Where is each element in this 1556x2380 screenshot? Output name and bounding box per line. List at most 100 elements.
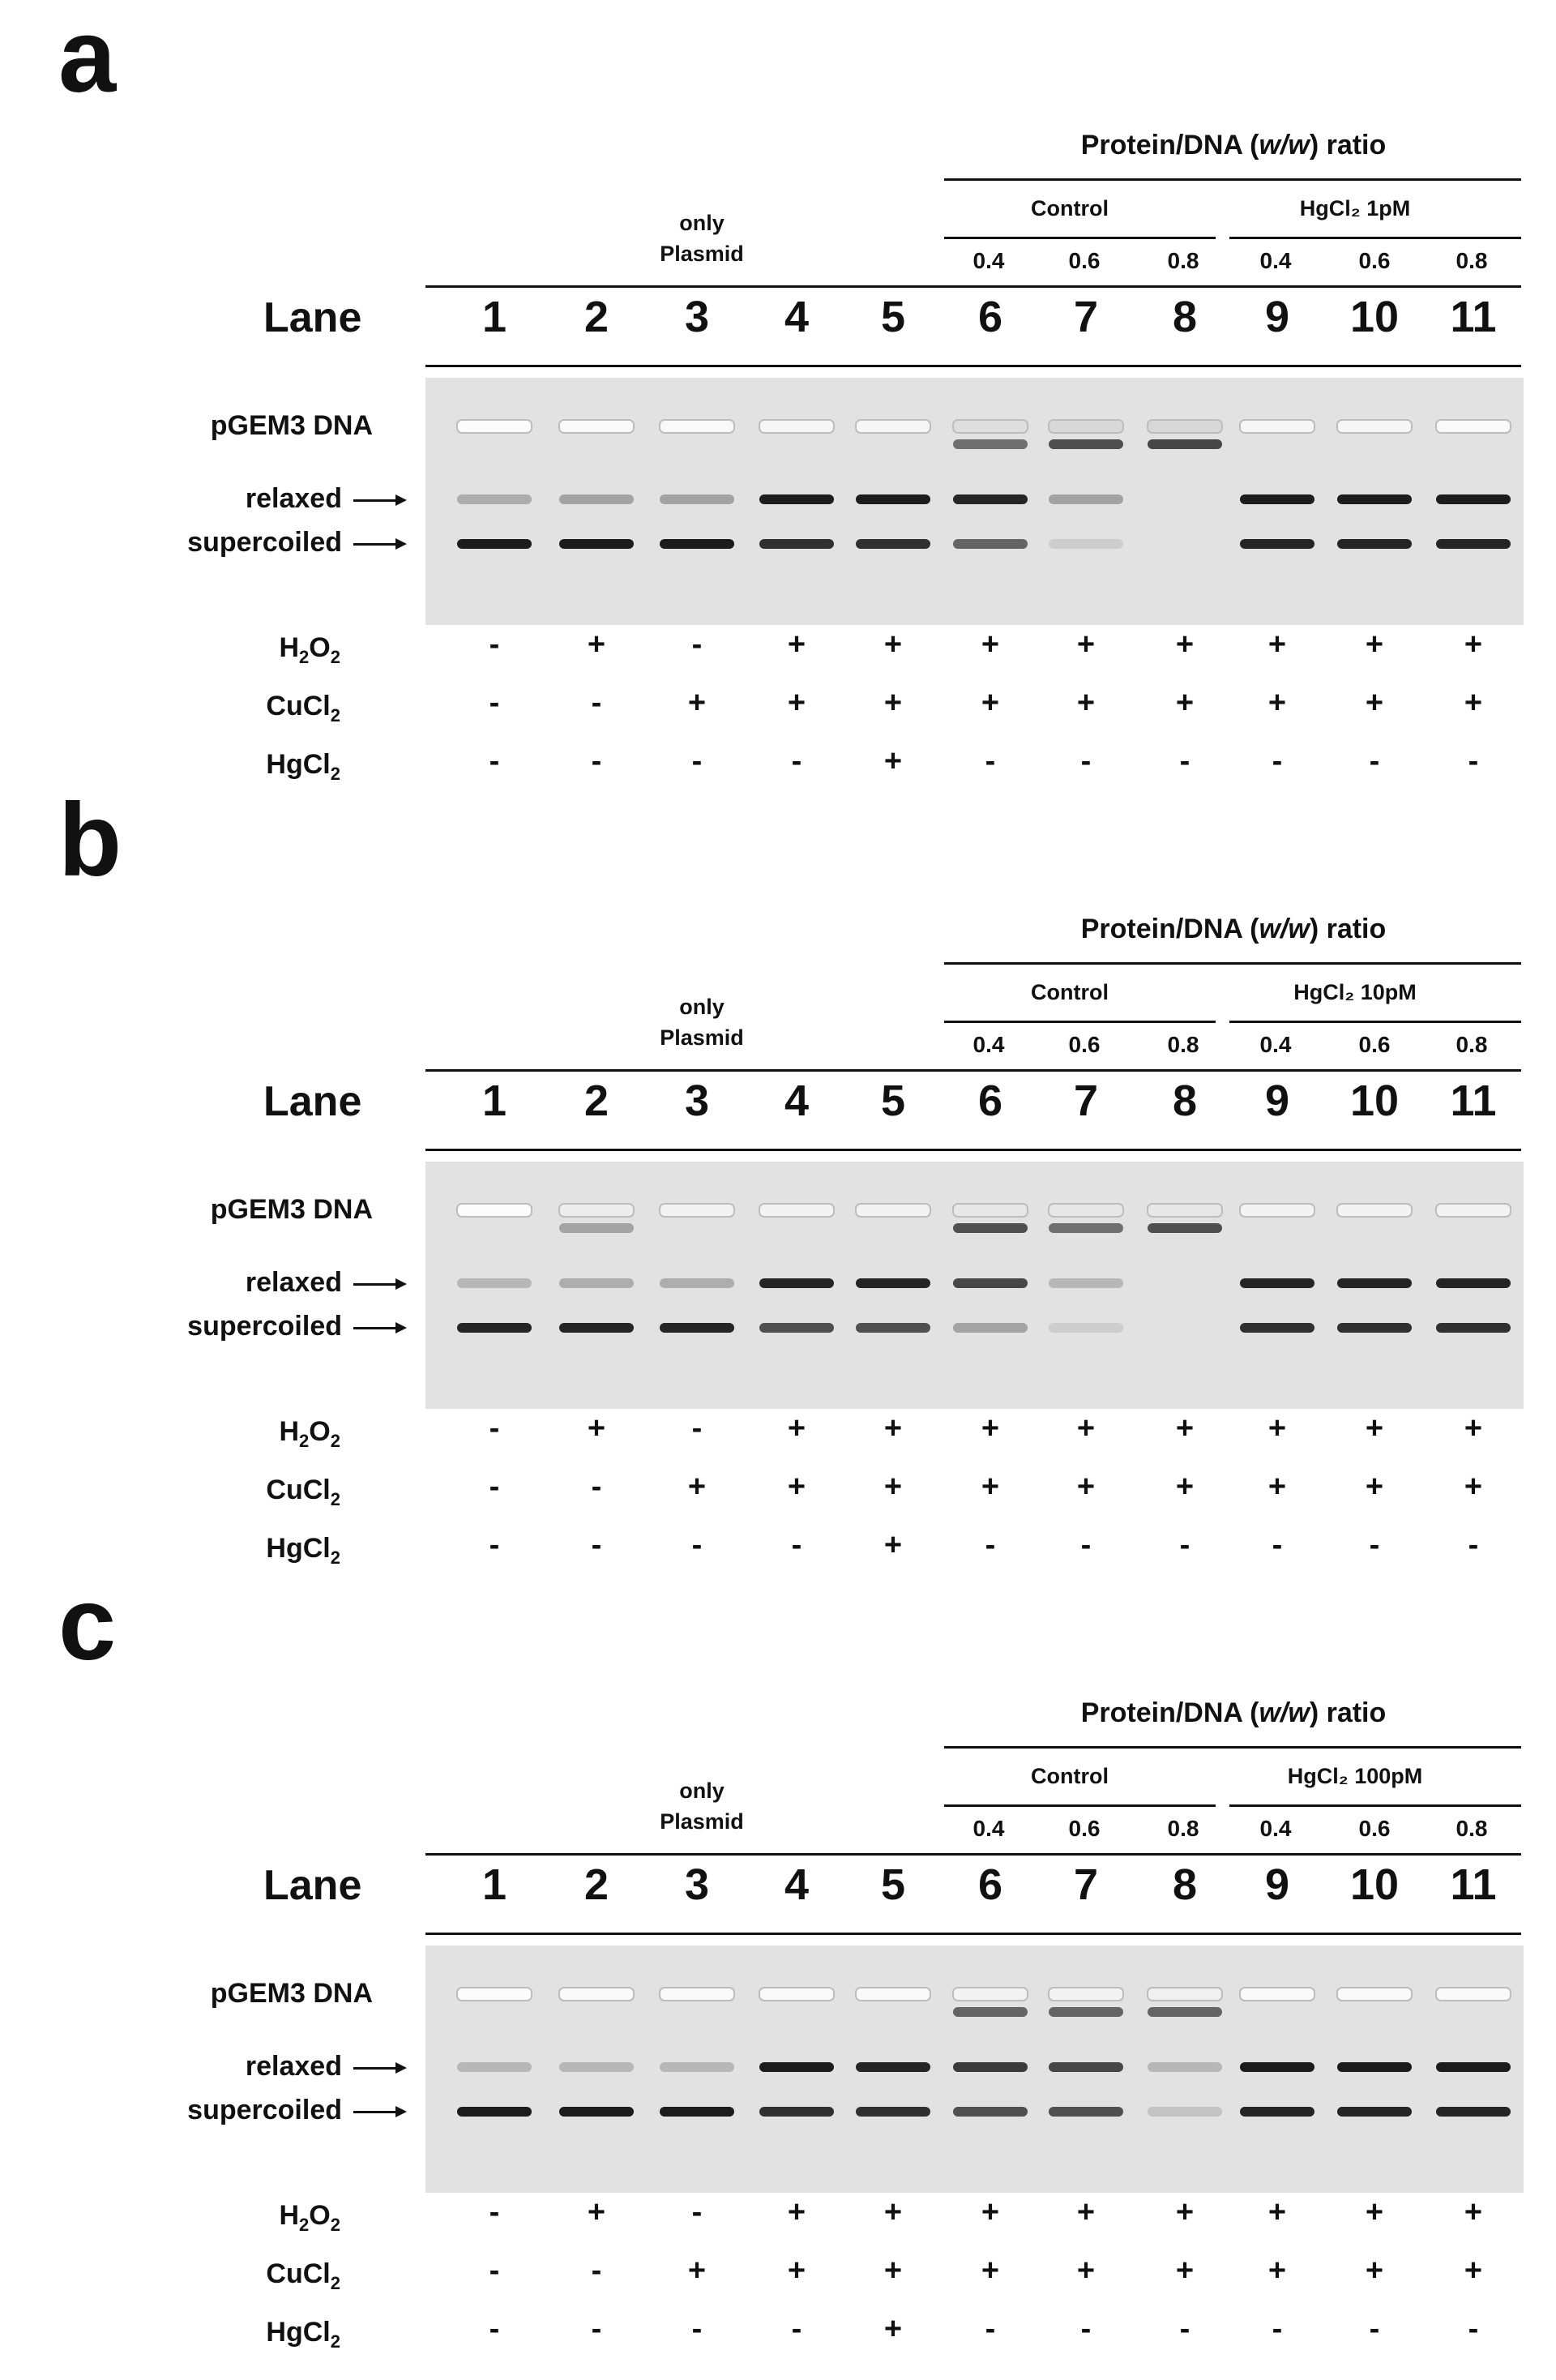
protein-dna-ratio-title: Protein/DNA (w/w) ratio <box>1080 130 1387 161</box>
only-plasmid-line1: only <box>679 995 725 1019</box>
relaxed-arrow-icon <box>353 2062 407 2074</box>
reagent-presence-symbol: + <box>1267 2195 1287 2229</box>
reagent-presence-symbol: + <box>883 1528 903 1562</box>
well-band <box>1435 1987 1511 2001</box>
reagent-presence-symbol: + <box>883 2312 903 2346</box>
lane-number: 2 <box>584 293 609 341</box>
lane-number: 8 <box>1172 1077 1198 1125</box>
supercoiled-label: supercoiled <box>187 2095 342 2125</box>
gel-bands-svg <box>456 419 1511 549</box>
relaxed-band <box>457 1278 532 1288</box>
reagent-presence-symbol: - <box>591 744 602 778</box>
relaxed-band <box>559 494 634 504</box>
ratio-label: 0.8 <box>1167 248 1199 273</box>
lane-number: 4 <box>784 1860 810 1909</box>
relaxed-band <box>457 494 532 504</box>
ratio-label: 0.4 <box>972 1032 1005 1057</box>
relaxed-band <box>1240 494 1314 504</box>
supercoiled-band <box>856 1323 930 1333</box>
reagent-label: H2O2 <box>279 1416 340 1452</box>
reagent-presence-symbol: + <box>1267 1411 1287 1445</box>
reagent-label-part: O <box>309 1416 331 1447</box>
upper-band <box>1148 2007 1222 2017</box>
lane-number: 8 <box>1172 293 1198 341</box>
reagent-label-part: H <box>279 2200 300 2231</box>
relaxed-band <box>953 2062 1028 2072</box>
lane-number: 8 <box>1172 1860 1198 1909</box>
protein-dna-ratio-rule <box>944 178 1521 181</box>
reagent-label-part: 2 <box>299 646 310 667</box>
reagent-presence-symbol: + <box>1076 627 1096 661</box>
supercoiled-band <box>1240 1323 1314 1333</box>
reagent-presence-symbol: + <box>787 686 806 720</box>
reagent-presence-symbol: - <box>1272 744 1283 778</box>
only-plasmid-line1: only <box>679 211 725 235</box>
figure-panel-c: c Protein/DNA (w/w) ratio Control HgCl₂ … <box>0 1568 1556 2352</box>
group-control-rule <box>944 237 1216 239</box>
reagent-presence-symbol: - <box>791 1528 802 1562</box>
reagent-presence-symbol: + <box>981 686 1000 720</box>
gel-bands-svg <box>456 1203 1511 1333</box>
relaxed-label: relaxed <box>245 1267 342 1298</box>
relaxed-band <box>759 494 834 504</box>
reagent-label-part: 2 <box>330 2272 340 2293</box>
group-hgcl2-label: HgCl₂ 100pM <box>1287 1764 1423 1788</box>
ratio-label: 0.6 <box>1358 1816 1391 1841</box>
reagent-presence-symbol: - <box>489 2195 500 2229</box>
reagent-presence-symbol: - <box>591 2254 602 2288</box>
lane-number: 9 <box>1264 1860 1290 1909</box>
reagent-presence-symbol: - <box>1272 2312 1283 2346</box>
relaxed-band <box>1436 1278 1511 1288</box>
reagent-label-part: CuCl <box>266 2258 331 2289</box>
ratio-label: 0.4 <box>1259 1816 1292 1841</box>
relaxed-arrow-icon <box>353 494 407 506</box>
reagent-presence-symbol: - <box>1369 1528 1380 1562</box>
reagent-presence-symbol: + <box>1175 2195 1195 2229</box>
group-control-label: Control <box>1031 196 1109 220</box>
reagent-presence-symbol: + <box>1175 1470 1195 1504</box>
reagent-presence-symbol: - <box>985 1528 996 1562</box>
relaxed-band <box>1337 2062 1412 2072</box>
relaxed-band <box>856 494 930 504</box>
relaxed-band <box>1337 494 1412 504</box>
reagent-label: CuCl2 <box>266 1475 340 1510</box>
pgem3-dna-label: pGEM3 DNA <box>210 1978 373 2009</box>
reagent-presence-symbol: - <box>791 2312 802 2346</box>
reagent-presence-symbol: - <box>691 1528 703 1562</box>
reagent-presence-symbol: + <box>1464 2195 1483 2229</box>
supercoiled-arrow-icon <box>353 538 407 550</box>
ratio-label: 0.8 <box>1167 1032 1199 1057</box>
only-plasmid-label: only Plasmid <box>660 208 744 269</box>
reagent-presence-symbol: - <box>591 686 602 720</box>
reagent-label: HgCl2 <box>266 1533 340 1569</box>
upper-band <box>1049 1223 1123 1233</box>
protein-dna-ratio-rule <box>944 1746 1521 1749</box>
reagent-label-part: HgCl <box>266 2317 331 2348</box>
reagent-label-part: CuCl <box>266 1475 331 1505</box>
well-band <box>558 1987 635 2001</box>
well-band <box>952 1203 1028 1218</box>
ratio-label: 0.4 <box>1259 248 1292 273</box>
reagent-presence-symbol: + <box>587 627 606 661</box>
upper-band <box>1148 439 1222 449</box>
reagent-presence-symbol: + <box>1365 1411 1384 1445</box>
figure-panel-a: a Protein/DNA (w/w) ratio Control HgCl₂ … <box>0 0 1556 784</box>
relaxed-band <box>953 494 1028 504</box>
reagent-presence-symbol: + <box>687 1470 707 1504</box>
group-hgcl2-label: HgCl₂ 1pM <box>1299 196 1411 220</box>
only-plasmid-line2: Plasmid <box>660 1025 744 1050</box>
reagent-label-part: O <box>309 632 331 663</box>
upper-band <box>953 2007 1028 2017</box>
lane-number: 5 <box>880 1077 906 1125</box>
reagent-presence-symbol: + <box>687 686 707 720</box>
relaxed-band <box>1049 494 1123 504</box>
reagent-presence-symbol: + <box>883 1411 903 1445</box>
relaxed-band <box>1240 1278 1314 1288</box>
lane-number: 3 <box>684 1077 710 1125</box>
group-control-label: Control <box>1031 1764 1109 1788</box>
lane-title: Lane <box>263 294 362 341</box>
reagent-label-part: 2 <box>330 646 340 667</box>
reagent-presence-symbol: - <box>1080 1528 1092 1562</box>
supercoiled-band <box>457 2107 532 2117</box>
gel-bands-svg <box>456 1987 1511 2117</box>
